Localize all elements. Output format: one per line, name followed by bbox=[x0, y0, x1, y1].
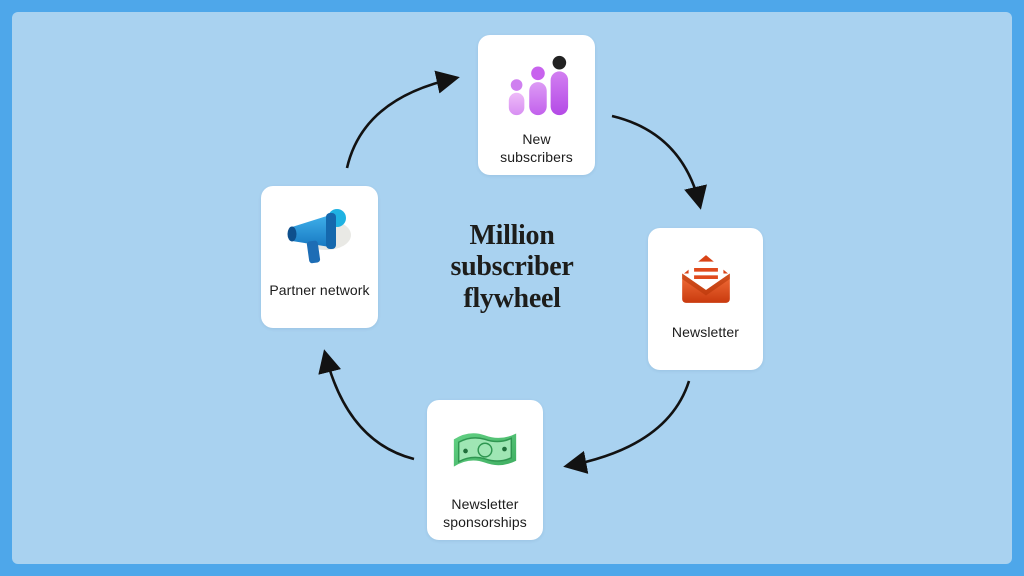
diagram-title: Million subscriber flywheel bbox=[450, 220, 574, 314]
open-envelope-icon bbox=[669, 242, 743, 316]
node-label: New subscribers bbox=[500, 131, 573, 165]
node-partner-network: Partner network bbox=[261, 186, 378, 328]
node-newsletter-sponsorships: Newsletter sponsorships bbox=[427, 400, 543, 540]
banknote-icon bbox=[448, 414, 522, 488]
node-label: Newsletter bbox=[671, 324, 740, 340]
node-newsletter: Newsletter bbox=[648, 228, 763, 370]
node-label: Newsletter sponsorships bbox=[443, 496, 527, 530]
subscribers-growth-icon bbox=[500, 49, 574, 123]
node-new-subscribers: New subscribers bbox=[478, 35, 595, 175]
node-label: Partner network bbox=[269, 282, 370, 298]
megaphone-icon bbox=[283, 200, 357, 274]
